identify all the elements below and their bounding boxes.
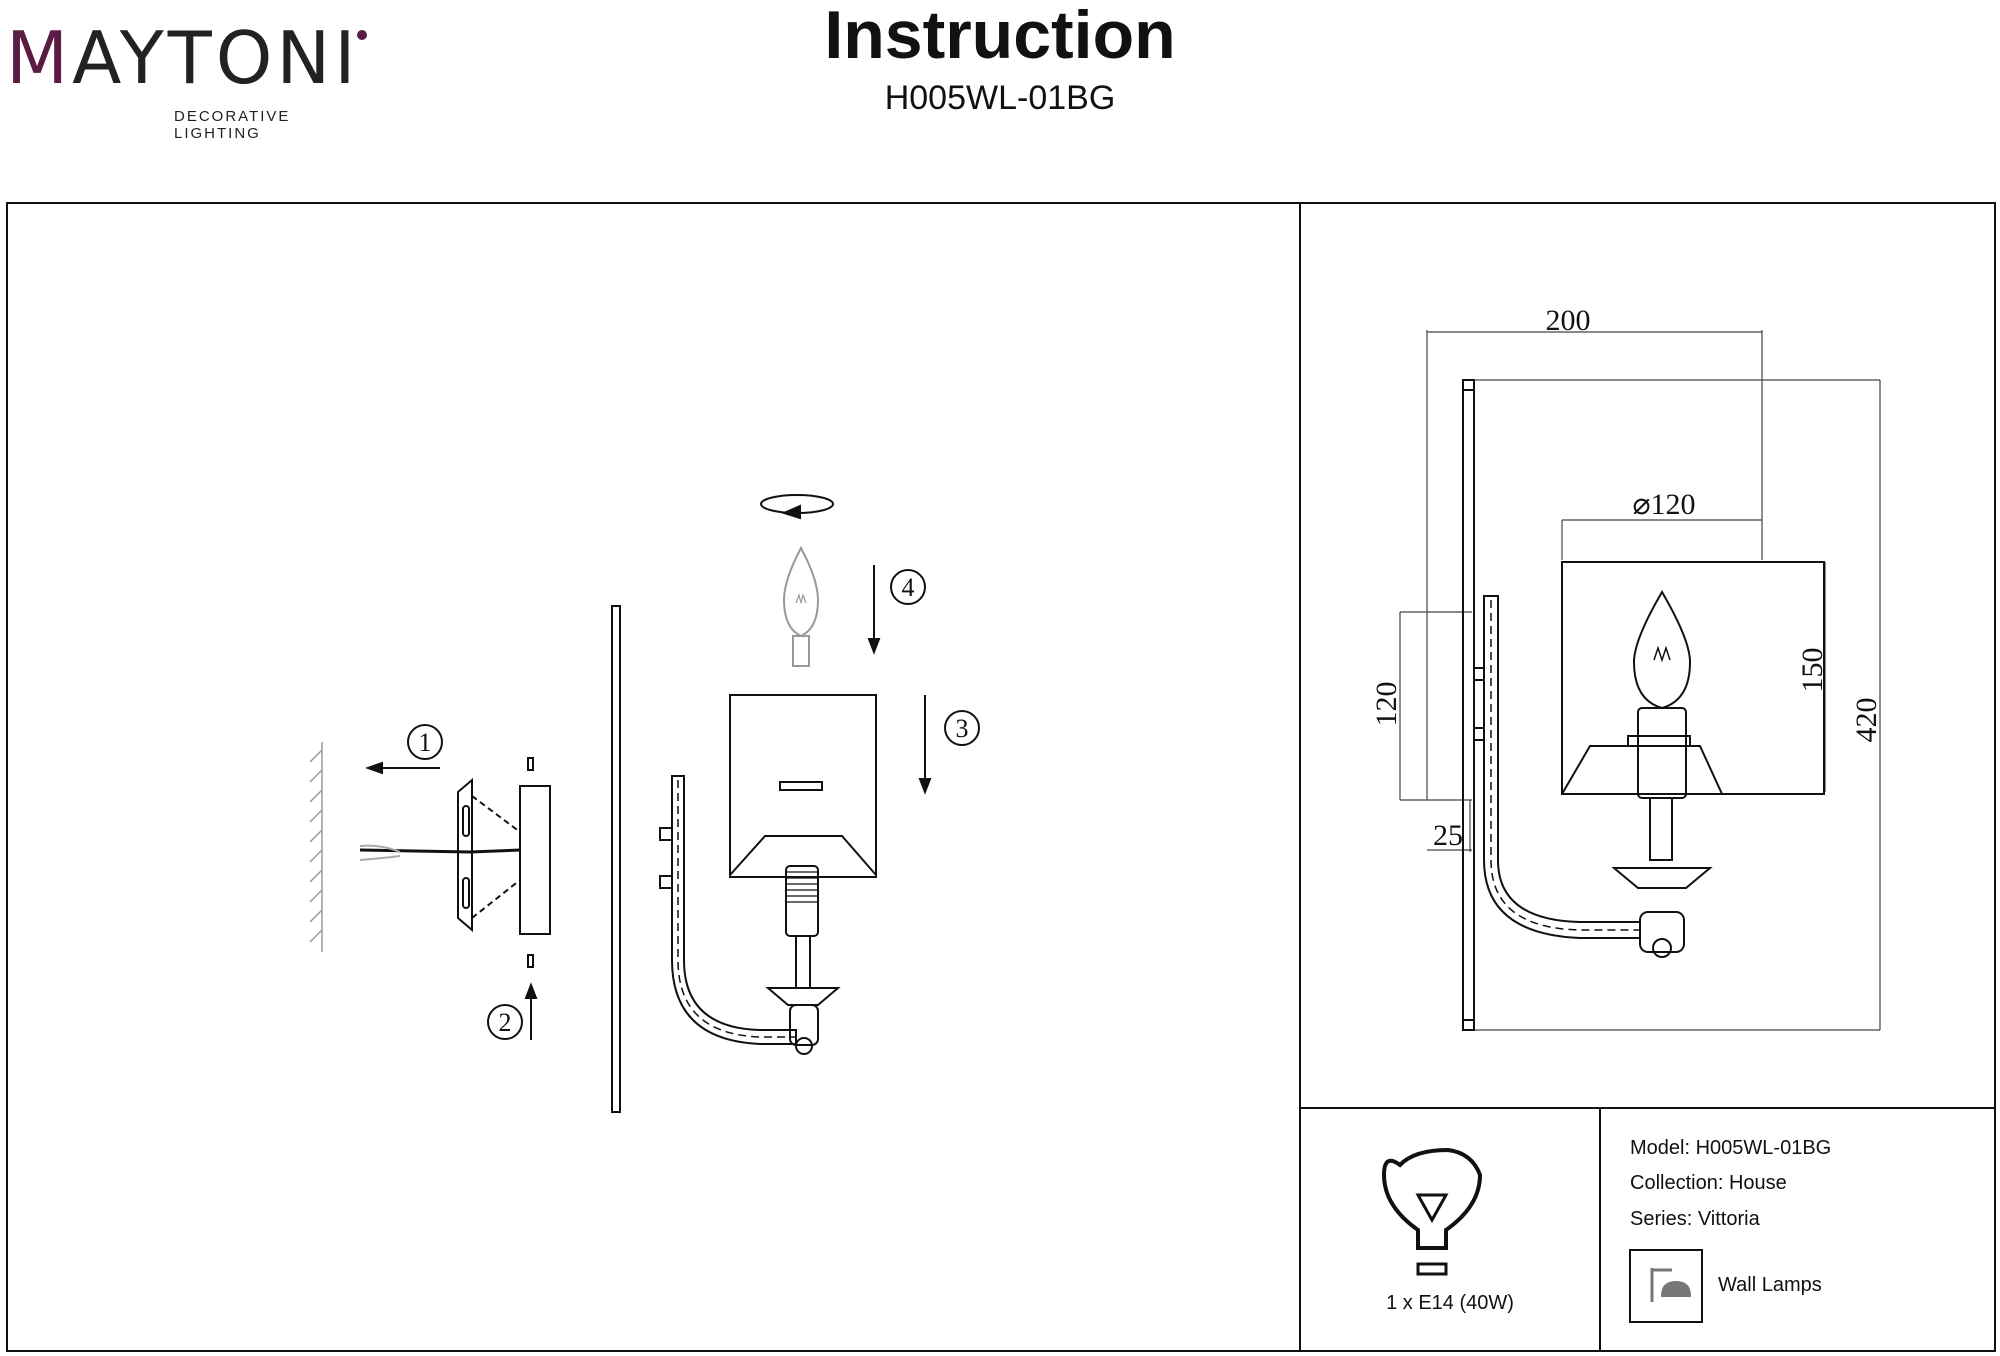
- lamp-socket: [785, 865, 819, 937]
- dim-diameter-label: ⌀120: [1632, 488, 1695, 521]
- shade-frame: [729, 835, 877, 876]
- brand-dot: [357, 30, 367, 40]
- candle-cup: [765, 987, 841, 1006]
- bracket-slot-bottom: [462, 877, 470, 909]
- bulb-filament: [795, 592, 807, 604]
- wall-plate: [519, 785, 551, 935]
- dim-clip-bottom: [1473, 727, 1485, 741]
- lamp-shade: [729, 694, 877, 878]
- bulb-base: [792, 635, 810, 667]
- wall-hatch-icon: [309, 742, 323, 952]
- document-model: H005WL-01BG: [884, 79, 1116, 117]
- dim-knuckle: [1639, 911, 1685, 953]
- bulb-spec: 1 x E14 (40W): [1386, 1292, 1514, 1314]
- step-4-arrowhead: [867, 638, 881, 655]
- dim-clip-top: [1473, 667, 1485, 681]
- dim-knob: [1652, 938, 1672, 958]
- wire-grey-2: [359, 855, 401, 861]
- dim-bulb-filament: [1653, 645, 1671, 663]
- series-label: Series:: [1630, 1208, 1693, 1230]
- step-3-number: 3: [956, 714, 969, 743]
- model-line: Model: H005WL-01BG: [1630, 1134, 1831, 1162]
- collection-line: Collection: House: [1630, 1169, 1787, 1197]
- arm-knob: [795, 1037, 813, 1055]
- stem: [795, 935, 811, 989]
- brand-tagline: DECORATIVE LIGHTING: [174, 108, 291, 142]
- step-2-circle: [487, 1004, 523, 1040]
- dim-shade-height-label: 150: [1796, 648, 1829, 693]
- collection-value: House: [1728, 1172, 1787, 1194]
- screw-top: [527, 757, 534, 771]
- wire-black: [359, 848, 521, 854]
- dim-plate-cap-bottom: [1462, 1019, 1475, 1031]
- series-value: Vittoria: [1697, 1208, 1760, 1230]
- dim-candle-cup: [1611, 867, 1713, 889]
- brand-name: MAYTONI: [6, 16, 360, 100]
- dim-stem: [1649, 797, 1673, 861]
- dim-plate-cap-top: [1462, 379, 1475, 391]
- dim-arm-wire: [1490, 600, 1640, 931]
- rotate-arrowhead: [781, 504, 801, 520]
- shade-ring: [779, 781, 823, 791]
- dim-wall-plate: [1462, 379, 1475, 1031]
- dim-socket: [1637, 707, 1687, 799]
- category-label: Wall Lamps: [1718, 1274, 1822, 1296]
- mounting-rod: [611, 605, 621, 1113]
- step-2-number: 2: [499, 1008, 512, 1037]
- model-value: H005WL-01BG: [1695, 1137, 1832, 1159]
- dim-plate-height-label: 120: [1370, 682, 1403, 727]
- model-label: Model:: [1630, 1137, 1691, 1159]
- dim-shade-ring: [1627, 735, 1691, 747]
- collection-label: Collection:: [1630, 1172, 1724, 1194]
- drawing-frame: [6, 202, 1996, 1352]
- arm-clip-bottom: [659, 875, 673, 889]
- bracket-guide-1: [471, 795, 521, 833]
- step-1-circle: [407, 724, 443, 760]
- wall-lamp-icon: [1629, 1249, 1703, 1323]
- bracket-guide-2: [471, 879, 521, 919]
- arm-knuckle: [789, 1004, 819, 1046]
- brand-logo: MAYTONI DECORATIVE LIGHTING: [6, 16, 376, 142]
- step-1-arrowhead: [365, 761, 383, 775]
- step-4-number: 4: [902, 573, 915, 602]
- dim-width-label: 200: [1546, 304, 1591, 337]
- dim-depth-label: 25: [1433, 819, 1463, 852]
- arm-clip-top: [659, 827, 673, 841]
- screw-bottom: [527, 954, 534, 968]
- step-4-circle: [890, 569, 926, 605]
- step-2-arrowhead: [524, 982, 538, 999]
- mounting-bracket: [457, 777, 473, 933]
- dim-total-height-label: 420: [1850, 698, 1883, 743]
- step-3-circle: [944, 710, 980, 746]
- lamp-arm: [671, 775, 797, 1045]
- step-1-number: 1: [419, 728, 432, 757]
- candle-bulb: [782, 545, 820, 638]
- bulb-icon: [1381, 1147, 1483, 1276]
- dim-lamp-shade: [1561, 561, 1825, 795]
- dim-shade-frame: [1561, 745, 1723, 795]
- document-title: Instruction: [824, 0, 1176, 73]
- series-line: Series: Vittoria: [1630, 1205, 1760, 1233]
- wire-grey-1: [359, 844, 401, 853]
- bracket-slot-top: [462, 805, 470, 837]
- dim-candle-bulb: [1632, 590, 1692, 710]
- step-3-arrowhead: [918, 778, 932, 795]
- arm-wire-path: [677, 780, 796, 1038]
